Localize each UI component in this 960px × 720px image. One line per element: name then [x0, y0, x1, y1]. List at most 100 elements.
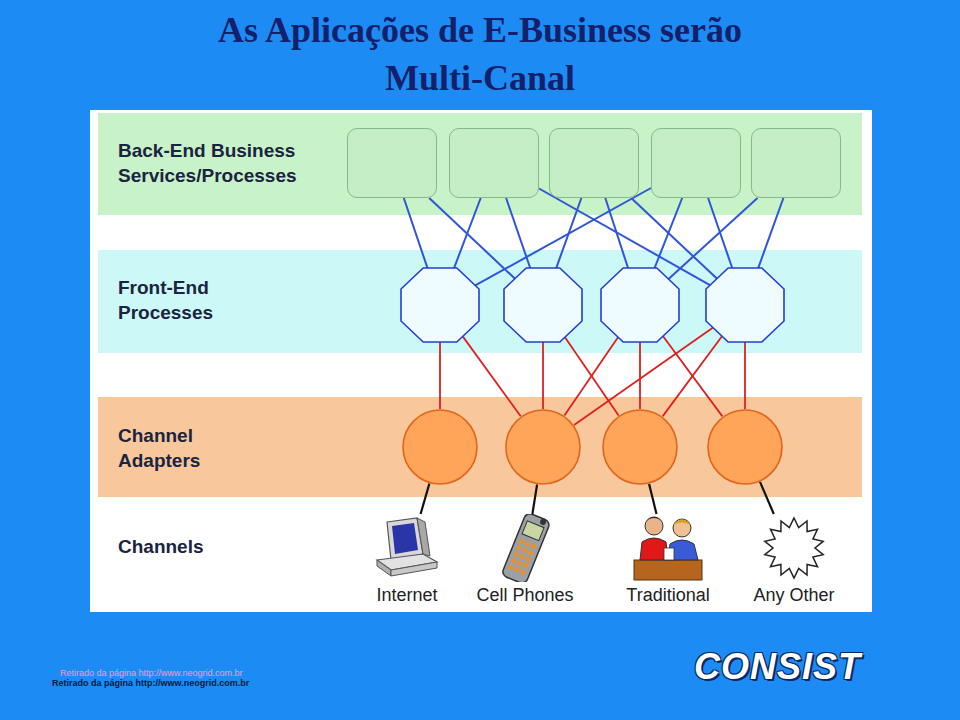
phone-key [519, 539, 525, 545]
shape-outline [505, 409, 581, 485]
connector-line [649, 484, 656, 514]
channel-item: Traditional [610, 514, 726, 608]
phone-key [516, 545, 522, 551]
screen [392, 523, 418, 554]
shape-outline [707, 409, 783, 485]
hair [673, 520, 691, 526]
computer-icon [367, 514, 447, 582]
paper [664, 548, 674, 560]
circle [708, 410, 782, 484]
connector-line [474, 188, 652, 286]
cell-phone [501, 514, 551, 582]
base-front [391, 562, 437, 576]
phone-key [513, 551, 519, 557]
connector-line [760, 482, 774, 514]
hair [645, 517, 663, 522]
people-icon [628, 514, 708, 582]
octagon [504, 268, 582, 342]
connector-line [758, 198, 784, 270]
phone-key [519, 554, 525, 560]
connector-line [429, 198, 515, 279]
connector-line [439, 342, 441, 409]
shape-outline [602, 409, 678, 485]
shape-outline [402, 409, 478, 485]
connector-line [662, 335, 722, 416]
octagon [401, 268, 479, 342]
process-box [549, 128, 639, 198]
phone-key [525, 541, 531, 547]
starburst [765, 518, 823, 578]
slide-title: As Aplicações de E-Business serão Multi-… [200, 6, 760, 102]
connector-line [542, 342, 544, 409]
phone-key [514, 567, 520, 573]
star-icon [754, 514, 834, 582]
connector-line [539, 189, 712, 287]
connector-line [663, 335, 723, 416]
phone-screen [522, 521, 544, 541]
connector-line [556, 198, 582, 270]
octagon [601, 268, 679, 342]
connector-line [462, 335, 521, 416]
phone-key [517, 560, 523, 566]
band-label: Back-End Business Services/Processes [118, 113, 333, 188]
channel-adapter-circle [402, 409, 478, 485]
connector-line [639, 342, 641, 409]
channel-adapter-circle [602, 409, 678, 485]
channel-band: ChannelsInternetCell Phones Traditional An… [98, 497, 862, 610]
band-label: Channels [118, 497, 318, 559]
base-side [377, 560, 391, 576]
channel-item: Cell Phones [467, 514, 583, 608]
phone-key [508, 564, 514, 570]
shape-outline [705, 267, 785, 343]
channel-item: Internet [349, 514, 465, 608]
monitor-side [417, 518, 430, 556]
front-end-octagon [400, 267, 480, 343]
channel-item: Any Other [736, 514, 852, 608]
watermark-shadow: Retirado da página http://www.neogrid.co… [60, 668, 243, 678]
band-label: Channel Adapters [118, 397, 228, 473]
phone-key [523, 563, 529, 569]
channel-adapter-circle [707, 409, 783, 485]
channel-label: Traditional [610, 584, 726, 606]
connector-line [708, 198, 733, 270]
connector-line [668, 198, 758, 280]
connector-line [605, 198, 628, 270]
phone-body [501, 514, 551, 582]
back-end-band: Back-End Business Services/Processes [98, 113, 862, 215]
counter [634, 560, 702, 580]
shape-outline [600, 267, 680, 343]
connector-line [532, 485, 537, 515]
channel-adapter-band: Channel Adapters [98, 397, 862, 497]
connector-line [631, 198, 717, 279]
front-end-band: Front-End Processes [98, 250, 862, 353]
circle [603, 410, 677, 484]
antenna [539, 518, 547, 526]
front-end-octagon [705, 267, 785, 343]
circle [403, 410, 477, 484]
connector-line [744, 342, 746, 409]
process-box [449, 128, 539, 198]
process-box [651, 128, 741, 198]
phone-key [531, 543, 537, 549]
channel-label: Internet [349, 584, 465, 606]
channel-label: Cell Phones [467, 584, 583, 606]
company-logo: CONSIST [694, 646, 861, 688]
head [673, 519, 691, 537]
phone-icon [485, 514, 565, 582]
phone-key [511, 558, 517, 564]
phone-key [522, 547, 528, 553]
head [645, 517, 663, 535]
front-end-octagon [503, 267, 583, 343]
channel-adapter-circle [505, 409, 581, 485]
octagon [706, 268, 784, 342]
band-label: Front-End Processes [118, 250, 248, 325]
phone-key [520, 569, 526, 575]
connector-line [654, 198, 683, 271]
connector-line [453, 198, 481, 270]
channel-label: Any Other [736, 584, 852, 606]
connector-line [506, 198, 531, 270]
watermark: Retirado da página http://www.neogrid.co… [52, 678, 249, 688]
phone-key [528, 550, 534, 556]
connector-line [574, 327, 714, 425]
